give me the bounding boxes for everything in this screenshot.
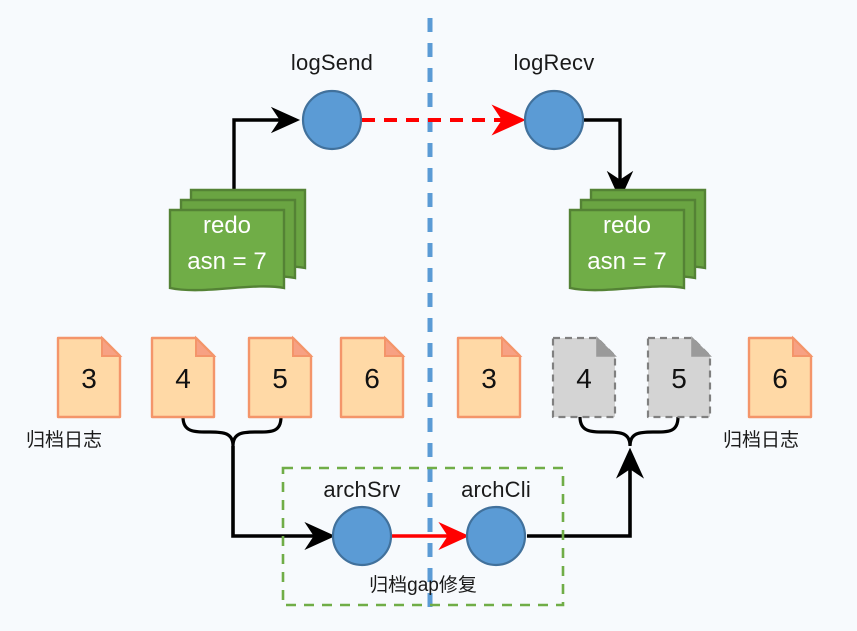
redo-left-line2: asn = 7 — [187, 248, 267, 275]
file-body — [247, 336, 313, 419]
label-archive-log-right: 归档日志 — [723, 430, 800, 451]
file-body — [646, 336, 712, 419]
redo-right-line1: redo — [602, 212, 652, 239]
file-fold-corner — [292, 335, 314, 357]
node-label-logsend: logSend — [290, 50, 374, 75]
node-label-archcli: archCli — [461, 477, 531, 502]
file-number-right-5: 5 — [671, 363, 687, 394]
file-number-left-4: 4 — [175, 363, 191, 394]
redo-left-line1: redo — [202, 212, 252, 239]
file-body — [551, 336, 617, 419]
file-icon-left-5[interactable] — [247, 335, 314, 419]
redo-stack-right — [568, 188, 707, 292]
connector-logrecv-to-redo — [583, 118, 634, 201]
file-body — [747, 336, 813, 419]
file-fold-corner — [195, 335, 217, 357]
file-icon-right-5-missing[interactable] — [646, 336, 712, 419]
file-number-left-6: 6 — [364, 363, 380, 394]
file-fold-corner — [691, 336, 712, 357]
redo-sheet-front — [168, 208, 286, 292]
redo-right-line2: asn = 7 — [587, 248, 667, 275]
node-label-archsrv: archSrv — [323, 477, 401, 502]
gap-repair-box — [281, 466, 565, 607]
file-number-right-3: 3 — [481, 363, 497, 394]
file-icon-right-4-missing[interactable] — [551, 336, 617, 419]
redo-sheet-front — [568, 208, 686, 292]
file-fold-corner — [384, 335, 406, 357]
file-icon-right-6[interactable] — [747, 335, 814, 419]
file-icon-left-3[interactable] — [56, 335, 123, 419]
file-fold-corner — [792, 335, 814, 357]
connector-archcli-to-right-brace — [527, 447, 645, 538]
file-fold-corner — [501, 335, 523, 357]
file-fold-corner — [596, 336, 617, 357]
redo-stack-left — [168, 188, 307, 292]
file-body — [339, 336, 405, 419]
file-number-right-4: 4 — [576, 363, 592, 394]
connector-left-brace-to-archsrv — [231, 446, 336, 551]
node-logsend-circle[interactable] — [301, 89, 363, 151]
brace-left-files — [181, 415, 283, 447]
label-archive-log-left: 归档日志 — [26, 430, 103, 451]
node-label-logrecv: logRecv — [513, 50, 595, 75]
file-number-left-3: 3 — [81, 363, 97, 394]
file-icon-left-6[interactable] — [339, 335, 406, 419]
brace-right-files — [578, 415, 680, 447]
file-icon-right-3[interactable] — [456, 335, 523, 419]
file-body — [456, 336, 522, 419]
file-number-right-6: 6 — [772, 363, 788, 394]
file-fold-corner — [101, 335, 123, 357]
file-number-left-5: 5 — [272, 363, 288, 394]
node-archsrv-circle[interactable] — [331, 505, 393, 567]
label-gap-repair: 归档gap修复 — [369, 575, 477, 596]
node-archcli-circle[interactable] — [465, 505, 527, 567]
file-icon-left-4[interactable] — [150, 335, 217, 419]
file-body — [150, 336, 216, 419]
node-logrecv-circle[interactable] — [523, 89, 585, 151]
file-body — [56, 336, 122, 419]
connector-redo-to-logsend — [232, 106, 301, 215]
